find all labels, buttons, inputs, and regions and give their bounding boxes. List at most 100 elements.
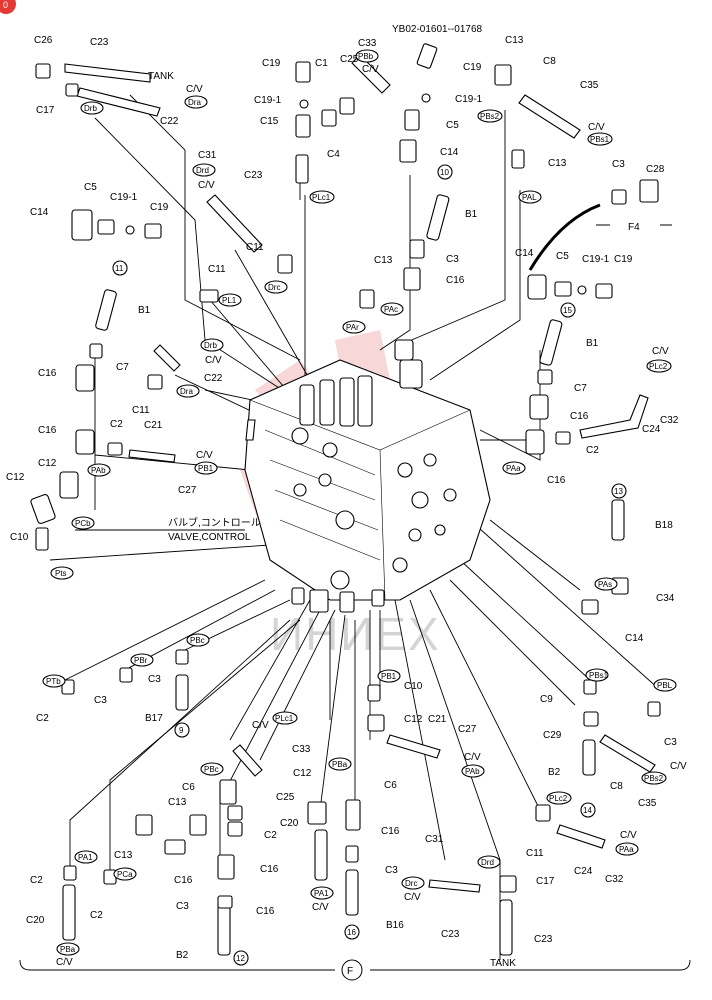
label-b2-b: B2 [548, 767, 561, 778]
label-c24-mid: C24 [642, 424, 661, 435]
label-c2-e: C2 [30, 875, 43, 886]
label-c19-d: C19 [614, 254, 633, 265]
port-plc1-top: PLc1 [312, 193, 331, 202]
label-cv-pb1: C/V [196, 450, 213, 461]
label-cv-pab: C/V [464, 752, 481, 763]
label-c13-e: C13 [114, 850, 133, 861]
label-c34: C34 [656, 593, 675, 604]
label-c11-b: C11 [246, 242, 264, 253]
label-b1-b: B1 [465, 209, 478, 220]
label-c2-d: C2 [264, 830, 277, 841]
label-c32-bottom: C32 [605, 874, 624, 885]
port-dra-mid: Dra [180, 387, 193, 396]
label-c3-d: C3 [94, 695, 107, 706]
label-c25-top: C25 [340, 54, 359, 65]
label-c11-a: C11 [208, 264, 226, 275]
label-c31-bottom: C31 [425, 834, 444, 845]
label-c10-a: C10 [10, 532, 29, 543]
port-pts: Pts [55, 569, 67, 578]
label-c28: C28 [646, 164, 665, 175]
label-c8-bottom: C8 [610, 781, 623, 792]
port-plc2: PLc2 [649, 362, 668, 371]
label-c19-c: C19 [150, 202, 169, 213]
label-c21-b: C21 [428, 714, 447, 725]
label-b1-c: B1 [586, 338, 599, 349]
label-b1-a: B1 [138, 305, 151, 316]
port-ovals: Drb Dra PBb PBs1 PBs2 Drd PLc1 PAL PL1 D… [42, 49, 677, 956]
label-cv-pbs2: C/V [670, 761, 687, 772]
port-pl1: PL1 [222, 296, 237, 305]
label-c2-a: C2 [586, 445, 599, 456]
label-c12-a: C12 [38, 458, 57, 469]
label-c19-1-d: C19-1 [582, 254, 610, 265]
part-labels: C26 C23 TANK C/V C17 C22 C19 C1 C25 C33 … [6, 35, 687, 969]
label-b2-a: B2 [176, 950, 189, 961]
control-valve-body [244, 339, 491, 613]
label-c4: C4 [327, 149, 340, 160]
label-c21-a: C21 [144, 420, 163, 431]
label-c22-top: C22 [160, 116, 179, 127]
port-pba: PBa [332, 760, 348, 769]
port-pba-bottom: PBa [60, 945, 76, 954]
label-c19-a: C19 [262, 58, 281, 69]
label-cv-pbb: C/V [362, 64, 379, 75]
label-cv-drd: C/V [198, 180, 215, 191]
label-c24-bottom: C24 [574, 866, 593, 877]
figure-ref-circle [341, 959, 363, 981]
port-dra-top: Dra [188, 98, 201, 107]
label-c16-b: C16 [446, 275, 465, 286]
label-c1: C1 [315, 58, 328, 69]
label-c11-d: C11 [526, 848, 544, 859]
label-c8-top: C8 [543, 56, 556, 67]
label-c13-c: C13 [374, 255, 393, 266]
port-pbs2-bottom: PBs2 [644, 774, 664, 783]
corner-badge-text: 0 [3, 0, 8, 10]
label-c19-1-a: C19-1 [254, 95, 282, 106]
label-c16-e: C16 [38, 425, 57, 436]
label-c33-top: C33 [358, 38, 377, 49]
label-c20-b: C20 [26, 915, 45, 926]
label-c23-mid: C23 [244, 170, 263, 181]
label-cv-pa1: C/V [312, 902, 329, 913]
port-pbc: PBc [190, 636, 205, 645]
port-pbr: PBr [134, 656, 148, 665]
label-c17-bottom: C17 [536, 876, 555, 887]
label-c27-b: C27 [458, 724, 477, 735]
port-pcb: PCb [75, 519, 91, 528]
ref-12: 12 [236, 954, 245, 963]
port-pal: PAL [522, 193, 537, 202]
port-pbs1: PBs1 [590, 135, 610, 144]
port-pb1-bottom: PB1 [381, 672, 397, 681]
label-cv-pbs1: C/V [588, 122, 605, 133]
label-f4: F4 [628, 222, 640, 233]
label-c16-h: C16 [174, 875, 193, 886]
label-tank-top: TANK [148, 71, 174, 82]
label-tank-bottom: TANK [490, 958, 516, 969]
label-c3-g: C3 [664, 737, 677, 748]
label-c2-b: C2 [110, 419, 123, 430]
label-cv-plc2: C/V [652, 346, 669, 357]
corner-badge [0, 0, 16, 14]
label-c22-mid: C22 [204, 373, 223, 384]
port-pbc-bottom: PBc [204, 765, 219, 774]
label-c3-c: C3 [148, 674, 161, 685]
port-pab: PAb [91, 466, 106, 475]
label-b16: B16 [386, 920, 404, 931]
port-pbs2: PBs2 [480, 112, 500, 121]
port-pa1-bottom: PA1 [314, 889, 329, 898]
leader-lines [49, 94, 661, 960]
label-c14-b: C14 [30, 207, 49, 218]
label-c20-a: C20 [280, 818, 299, 829]
label-c3-a: C3 [612, 159, 625, 170]
label-cv-drc: C/V [404, 892, 421, 903]
label-c12-c: C12 [404, 714, 423, 725]
port-ptb: PTb [46, 677, 61, 686]
ref-15: 15 [563, 306, 572, 315]
label-c31-top: C31 [198, 150, 217, 161]
figure-baseline [19, 959, 691, 971]
label-c7-b: C7 [574, 383, 587, 394]
port-pca: PCa [117, 870, 133, 879]
label-c2-c: C2 [36, 713, 49, 724]
